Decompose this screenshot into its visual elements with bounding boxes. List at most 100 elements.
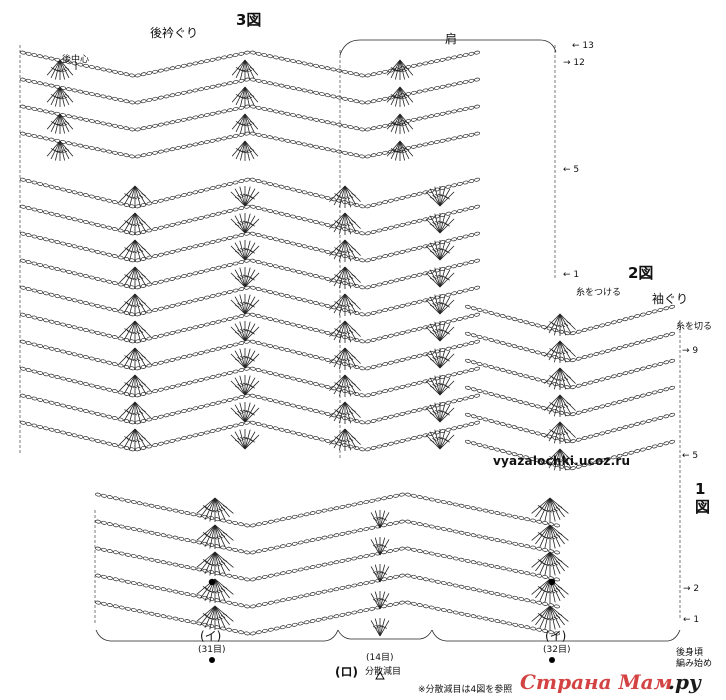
dc-bar — [549, 375, 554, 378]
chain-stitch — [123, 337, 130, 342]
chain-stitch — [100, 413, 107, 418]
chain-stitch — [382, 227, 389, 232]
dc-stitch — [338, 266, 346, 289]
chain-stitch — [192, 352, 199, 357]
dc-stitch — [244, 86, 259, 103]
dc-stitch — [204, 605, 216, 628]
chain-stitch — [100, 493, 107, 498]
section-ro-count: (14目) — [366, 653, 394, 663]
dc-bar — [443, 276, 448, 279]
chain-stitch — [622, 371, 629, 376]
chain-stitch — [476, 534, 483, 539]
dc-stitch — [123, 374, 136, 395]
chain-stitch — [278, 373, 285, 378]
dc-bar — [235, 277, 240, 281]
chain-stitch — [341, 123, 348, 128]
chain-stitch — [146, 417, 153, 422]
dc-stitch — [333, 293, 346, 314]
chain-stitch — [345, 557, 352, 562]
dc-bar — [218, 508, 223, 512]
chain-stitch — [494, 538, 501, 543]
dc-bar — [443, 384, 448, 387]
dc-stitch — [344, 320, 357, 341]
dc-stitch — [531, 605, 551, 622]
chain-stitch — [535, 431, 541, 436]
chain-stitch — [202, 622, 209, 627]
chain-stitch — [376, 282, 383, 287]
chain-stitch — [494, 366, 500, 371]
dc-stitch — [128, 347, 136, 370]
dc-stitch — [549, 524, 561, 547]
dc-bar — [141, 274, 146, 277]
dc-bar — [240, 69, 245, 73]
chain-stitch — [382, 254, 389, 259]
dc-bar — [237, 384, 242, 387]
chain-stitch — [192, 217, 199, 222]
dc-bar — [141, 436, 146, 439]
chain-stitch — [468, 233, 475, 238]
chain-stitch — [376, 417, 383, 422]
dc-stitch — [134, 401, 151, 418]
chain-stitch — [48, 238, 55, 243]
chain-stitch — [244, 312, 251, 317]
chain-stitch — [363, 608, 370, 612]
row-marker-9: → 9 — [682, 346, 699, 356]
dc-bar — [557, 505, 563, 508]
chain-stitch — [376, 309, 383, 314]
dc-stitch — [214, 605, 230, 626]
dc-bar — [245, 69, 250, 73]
chain-stitch — [536, 627, 543, 632]
chain-stitch — [468, 105, 475, 110]
chain-stitch — [295, 87, 302, 92]
chain-stitch — [399, 546, 405, 551]
chain-stitch — [152, 254, 159, 259]
chain-stitch — [130, 527, 137, 531]
dc-bar — [555, 561, 561, 564]
dc-stitch — [439, 431, 451, 450]
chain-stitch — [433, 241, 440, 246]
chain-stitch — [106, 522, 113, 527]
chain-stitch — [301, 325, 308, 330]
chain-stitch — [295, 188, 302, 193]
chain-stitch — [25, 260, 32, 265]
chain-stitch — [363, 581, 370, 585]
chain-stitch — [558, 464, 565, 469]
chain-stitch — [100, 386, 107, 391]
chain-stitch — [190, 620, 197, 625]
dc-stitch — [535, 551, 551, 572]
chain-stitch — [462, 396, 469, 401]
chain-stitch — [440, 554, 447, 558]
chain-stitch — [123, 126, 130, 131]
chain-stitch — [345, 530, 352, 535]
chain-stitch — [244, 231, 251, 236]
dc-bar — [141, 193, 146, 196]
dc-bar — [248, 438, 253, 441]
dc-bar — [445, 385, 450, 389]
dc-bar — [430, 358, 435, 362]
chain-stitch — [500, 341, 506, 346]
dc-bar — [124, 193, 129, 196]
chain-stitch — [536, 546, 543, 551]
dc-bar — [432, 357, 437, 360]
dc-stitch — [128, 212, 136, 235]
dc-stitch — [399, 113, 405, 134]
chain-stitch — [65, 377, 72, 382]
chain-stitch — [272, 183, 279, 188]
dc-stitch — [344, 293, 357, 314]
dc-bar — [445, 277, 450, 281]
dc-bar — [432, 222, 437, 225]
chain-stitch — [129, 73, 136, 78]
chain-stitch — [434, 498, 441, 503]
chain-stitch — [500, 539, 507, 544]
dc-bar — [397, 96, 403, 100]
chain-stitch — [25, 132, 32, 137]
chain-stitch — [272, 82, 279, 87]
dc-bar — [209, 617, 215, 621]
section-ro-note: 分散減目 — [365, 667, 402, 677]
chain-stitch — [83, 144, 90, 149]
chain-stitch — [369, 579, 376, 584]
chain-stitch — [399, 600, 405, 605]
dc-bar — [549, 348, 554, 351]
chain-stitch — [324, 147, 331, 152]
chain-stitch — [175, 65, 182, 69]
